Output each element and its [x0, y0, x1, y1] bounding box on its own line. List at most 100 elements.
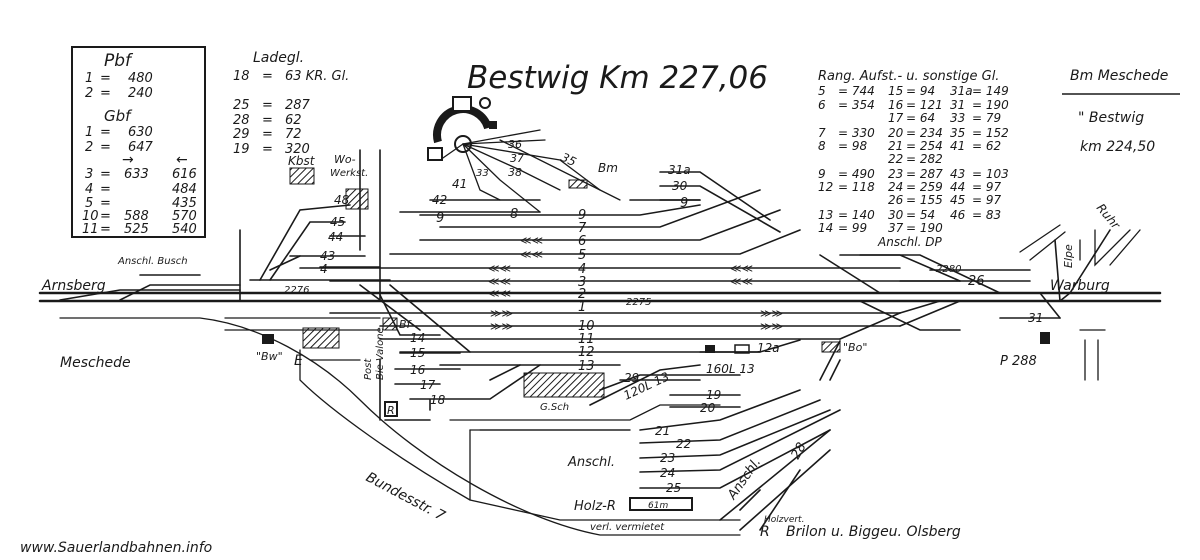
- track-label-45: 45: [330, 215, 345, 229]
- track-label-48: 48: [334, 193, 350, 207]
- buildings: [262, 167, 1050, 511]
- ladegl-row-19: 19=320: [233, 142, 310, 157]
- main-track-label: 5: [578, 248, 586, 263]
- main-track-label: 3: [578, 275, 586, 290]
- label-wo: Wo-: [334, 153, 356, 166]
- main-track-label: 4: [578, 262, 586, 277]
- holz-r-ramp: [629, 497, 693, 511]
- ladegl-row-25: 25=287: [233, 98, 311, 113]
- track-label-29: 29: [624, 371, 639, 385]
- label-anschl-2: Anschl.: [724, 455, 764, 503]
- track-label-16: 16: [410, 363, 426, 377]
- main-line: [38, 291, 1162, 303]
- main-track-label: 11: [578, 332, 595, 347]
- track-label-12a: 12a: [757, 341, 780, 355]
- turntable: [427, 96, 621, 213]
- main-track-label: 13: [578, 359, 595, 374]
- track-label-28: 28: [788, 440, 809, 462]
- label-holz-r: Holz-R: [574, 499, 616, 514]
- track-label-41: 41: [452, 177, 467, 191]
- svg-text:≪≪: ≪≪: [730, 262, 753, 275]
- track-label-30: 30: [672, 179, 688, 193]
- label-bo: "Bo": [843, 341, 867, 354]
- place-meschede: Meschede: [60, 355, 131, 371]
- place-arnsberg: Arnsberg: [41, 278, 106, 294]
- place-ruhr: Ruhr: [1094, 201, 1124, 233]
- label-anschl-dp: Anschl. DP: [877, 235, 942, 249]
- place-warburg: Warburg: [1050, 278, 1110, 294]
- label-bf: Bf: [399, 318, 413, 331]
- km-box: Bm Meschede " Bestwig km 224,50: [1062, 68, 1180, 155]
- track-label-42: 42: [432, 193, 447, 207]
- track-label-35: 35: [559, 150, 579, 169]
- track-label-4-left: 4: [320, 262, 328, 276]
- kbst-building: [289, 167, 315, 185]
- label-kbst: Kbst: [288, 154, 316, 168]
- main-track-label: 10: [578, 319, 595, 334]
- label-anschl: Anschl.: [567, 455, 615, 470]
- track-label-31: 31: [1028, 311, 1043, 325]
- label-bw: "Bw": [256, 350, 283, 363]
- track-label-9-left: 9: [436, 211, 444, 226]
- ramp-18: [384, 401, 398, 417]
- track-label-36: 36: [508, 138, 522, 151]
- svg-text:≪≪: ≪≪: [488, 262, 511, 275]
- track-label-23: 23: [660, 451, 675, 465]
- ladegl-row-29: 29=72: [233, 127, 302, 142]
- label-bm: Bm: [598, 161, 618, 175]
- svg-text:≪≪: ≪≪: [488, 287, 511, 300]
- bm-building: [568, 179, 588, 189]
- main-track-label: 2: [578, 287, 586, 302]
- track-label-22: 22: [676, 437, 691, 451]
- track-label-14: 14: [410, 331, 425, 345]
- arrow-right-glyph: →: [122, 152, 134, 168]
- pbf-heading: Pbf: [104, 51, 134, 71]
- main-track-label: 6: [578, 234, 586, 249]
- werkst-building: [345, 188, 369, 210]
- gbf-row-2: 2=647: [85, 140, 154, 155]
- label-km-2276: 2276: [284, 285, 309, 296]
- track-label-31a: 31a: [668, 163, 691, 177]
- dir-row-4: 4=484: [85, 182, 197, 197]
- svg-text:≫≫: ≫≫: [760, 307, 783, 320]
- label-160l13: 160L 13: [706, 362, 755, 376]
- main-track-label: 9: [578, 208, 586, 223]
- label-vermietet: verl. vermietet: [590, 522, 665, 533]
- km-box-line3: km 224,50: [1080, 139, 1155, 155]
- svg-text:≫≫: ≫≫: [490, 307, 513, 320]
- label-r-ramp: R: [387, 404, 395, 417]
- track-labels: 8 9 9 41 42 48 45 44 43 4 14 15 16 17 18…: [320, 138, 1043, 495]
- label-61m: 61m: [648, 501, 668, 511]
- track-label-37: 37: [510, 152, 524, 165]
- track-label-44: 44: [328, 230, 343, 244]
- arrow-left-glyph: ←: [176, 152, 188, 168]
- ladegl-row-18: 18=63 KR. Gl.: [233, 69, 349, 84]
- track-label-21: 21: [655, 424, 670, 438]
- km-box-line2: " Bestwig: [1078, 110, 1144, 126]
- gbf-row-1: 1=630: [85, 125, 153, 140]
- svg-text:≪≪: ≪≪: [488, 275, 511, 288]
- label-km-2280: 2280: [936, 264, 961, 275]
- roads: [59, 224, 1141, 536]
- label-werkst: Werkst.: [330, 168, 368, 179]
- pbf-row-2: 2=240: [85, 86, 153, 101]
- svg-text:≫≫: ≫≫: [760, 320, 783, 333]
- ladegl-row-28: 28=62: [233, 113, 302, 128]
- svg-text:≪≪: ≪≪: [520, 234, 543, 247]
- svg-text:≪≪: ≪≪: [520, 248, 543, 261]
- pbf-gbf-table: Pbf 1=480 2=240 Gbf 1=630 2=647 → ← 3=63…: [71, 46, 206, 238]
- label-post: Post: [363, 358, 374, 380]
- main-track-label: 1: [578, 300, 586, 315]
- track-label-38: 38: [508, 166, 522, 179]
- label-km-2275: 2275: [626, 297, 651, 308]
